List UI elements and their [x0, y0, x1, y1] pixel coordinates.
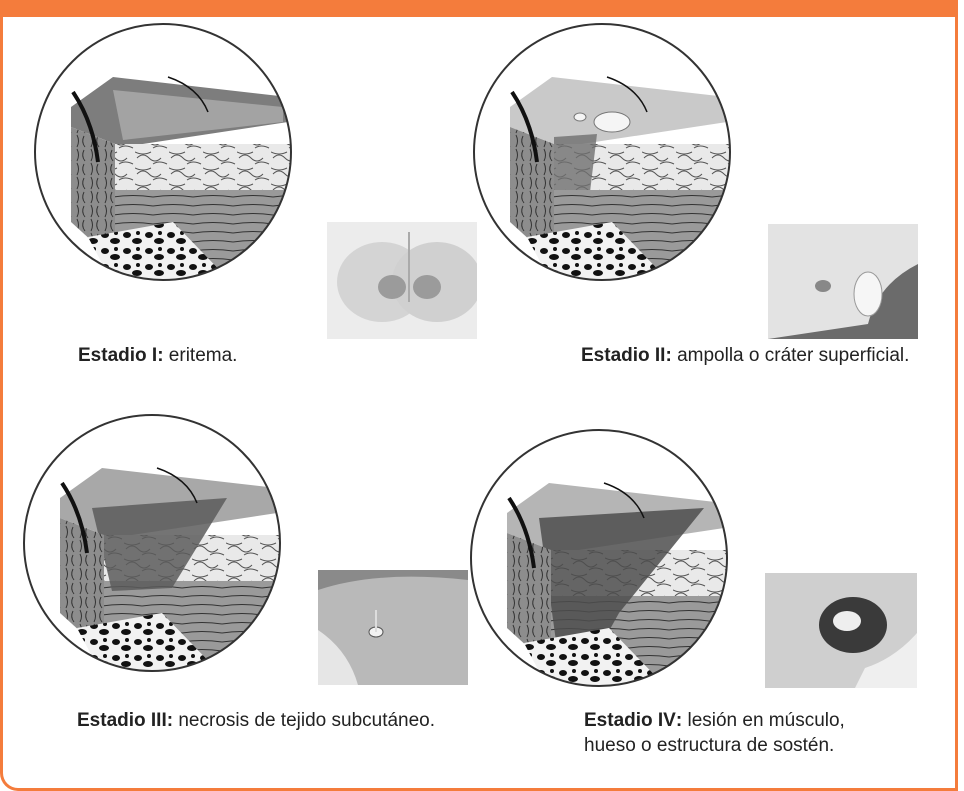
stage-1-caption: Estadio I: eritema.: [78, 343, 237, 368]
stage-3-illustration: [22, 413, 284, 675]
stage-1-illustration: [33, 22, 295, 284]
stage-description: ampolla o cráter superficial.: [677, 345, 909, 366]
stage-label: Estadio: [581, 345, 650, 366]
stage-label: Estadio: [77, 710, 146, 731]
stage-description: eritema.: [169, 345, 238, 366]
stage-4-illustration: [469, 428, 731, 690]
stage-numeral: II: [655, 345, 666, 366]
stage-3-caption: Estadio III: necrosis de tejido subcután…: [77, 708, 435, 733]
stage-2-caption: Estadio II: ampolla o cráter superficial…: [581, 343, 909, 368]
stage-description: necrosis de tejido subcutáneo.: [178, 710, 435, 731]
stage-3-photo: [318, 570, 468, 685]
stage-2-photo: [768, 224, 918, 339]
stage-description: lesión en músculo,: [687, 710, 844, 731]
stage-2-illustration: [472, 22, 734, 284]
stage-description-line2: hueso o estructura de sostén.: [584, 733, 845, 758]
stage-numeral: III: [151, 710, 167, 731]
stage-numeral: IV: [658, 710, 676, 731]
stage-label: Estadio: [78, 345, 147, 366]
stage-4-caption: Estadio IV: lesión en músculo, hueso o e…: [584, 708, 845, 758]
stage-1-photo: [327, 222, 477, 339]
stage-4-photo: [765, 573, 917, 688]
stage-label: Estadio: [584, 710, 653, 731]
